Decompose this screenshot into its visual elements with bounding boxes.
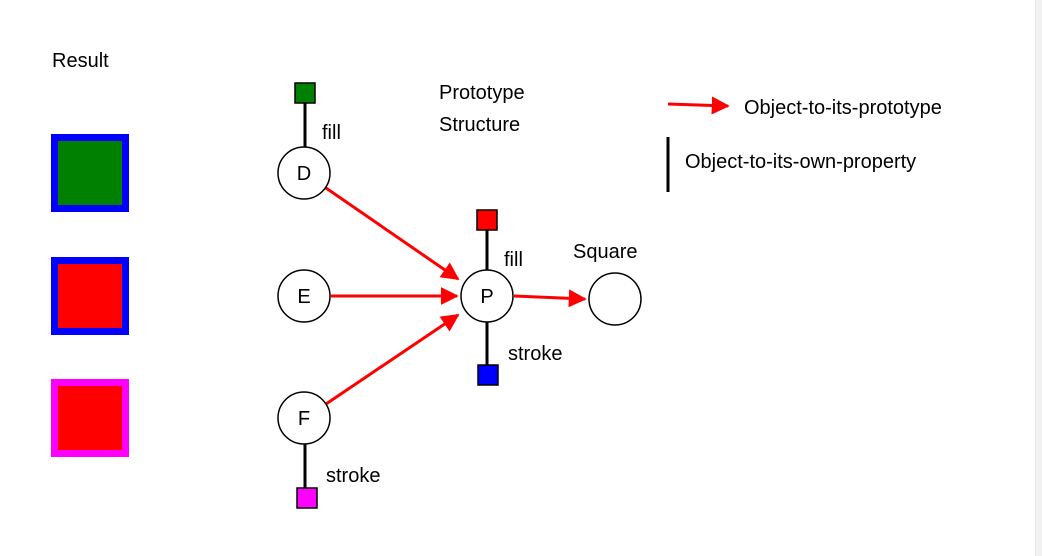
f-to-p-arrow: [325, 313, 460, 406]
p-stroke-square: [477, 364, 499, 386]
p-fill-label: fill: [504, 249, 523, 271]
node-f-label: F: [298, 408, 310, 430]
node-p-label: P: [480, 286, 493, 308]
d-to-p-arrow: [325, 186, 460, 281]
f-stroke-square: [296, 487, 318, 509]
p-fill-square: [476, 209, 498, 231]
p-stroke-label: stroke: [508, 343, 562, 365]
result-label: Result: [52, 50, 109, 72]
diagram-title-line2: Structure: [439, 114, 520, 136]
d-fill-square: [294, 82, 316, 104]
legend-prototype-arrow: [667, 96, 730, 115]
node-d: D: [277, 146, 331, 200]
result-swatch-1: [51, 134, 129, 212]
legend-prototype-label: Object-to-its-prototype: [744, 97, 942, 119]
node-e-label: E: [297, 286, 310, 308]
p-to-square-arrow: [513, 289, 587, 308]
square-label: Square: [573, 241, 638, 263]
d-fill-label: fill: [322, 122, 341, 144]
legend-property-label: Object-to-its-own-property: [685, 151, 916, 173]
node-d-label: D: [297, 163, 311, 185]
node-square: [588, 272, 642, 326]
f-stroke-label: stroke: [326, 465, 380, 487]
diagram-title-line1: Prototype: [439, 82, 525, 104]
vertical-scrollbar[interactable]: [1035, 0, 1042, 556]
result-swatch-2: [51, 257, 129, 335]
node-e: E: [277, 269, 331, 323]
node-p: P: [460, 269, 514, 323]
result-swatch-3: [51, 379, 129, 457]
node-f: F: [277, 391, 331, 445]
